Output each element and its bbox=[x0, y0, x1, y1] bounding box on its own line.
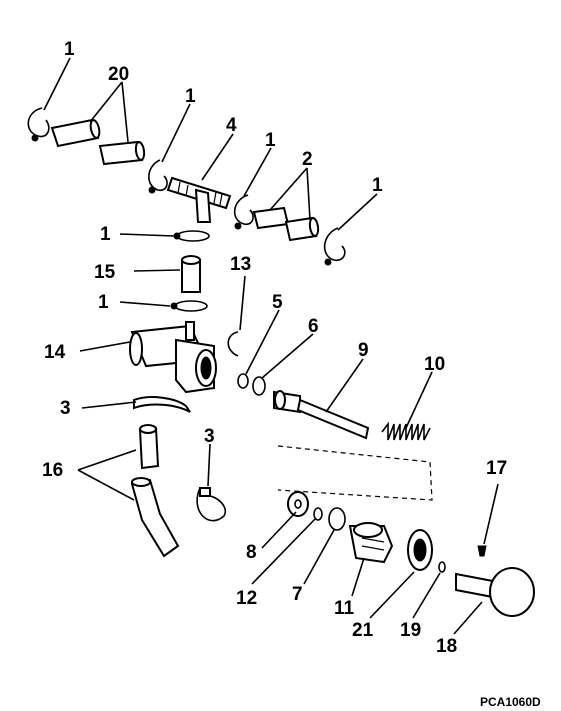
clamp-part bbox=[27, 107, 50, 142]
callout-8: 8 bbox=[246, 542, 257, 563]
o-ring-part bbox=[313, 507, 323, 521]
valve-body-part bbox=[348, 522, 394, 564]
callout-6: 6 bbox=[308, 316, 319, 337]
callout-13: 13 bbox=[230, 254, 251, 275]
o-ring-part bbox=[252, 376, 266, 396]
screw-part bbox=[477, 545, 487, 557]
callout-3: 3 bbox=[204, 426, 215, 447]
primer-body-part bbox=[129, 321, 217, 394]
washer-part bbox=[287, 491, 309, 517]
callout-1: 1 bbox=[185, 86, 196, 107]
clamp-part bbox=[148, 159, 168, 194]
o-ring-part bbox=[328, 507, 346, 531]
callout-2: 2 bbox=[302, 149, 313, 170]
tee-fitting-part bbox=[166, 176, 232, 223]
callout-5: 5 bbox=[272, 292, 283, 313]
callout-21: 21 bbox=[352, 620, 374, 641]
hose-part bbox=[98, 140, 146, 166]
hose-part bbox=[50, 118, 101, 148]
callout-1: 1 bbox=[64, 39, 75, 60]
elbow-hose-part bbox=[130, 477, 180, 558]
callout-11: 11 bbox=[334, 598, 355, 619]
o-ring-part bbox=[237, 373, 249, 389]
clamp-part bbox=[323, 227, 346, 266]
callout-1: 1 bbox=[98, 292, 109, 313]
clamp-part bbox=[233, 194, 254, 230]
guide-dashed-line bbox=[277, 445, 433, 501]
callout-18: 18 bbox=[436, 636, 457, 657]
callout-1: 1 bbox=[265, 130, 276, 151]
callout-1: 1 bbox=[100, 224, 111, 245]
short-hose-part bbox=[181, 255, 201, 293]
plunger-part bbox=[273, 390, 370, 440]
spring-part bbox=[381, 421, 431, 441]
figure-code: PCA1060D bbox=[480, 695, 541, 709]
callout-15: 15 bbox=[94, 262, 116, 283]
hose-clamp-part bbox=[196, 487, 227, 522]
knob-part bbox=[455, 567, 535, 617]
callout-16: 16 bbox=[42, 460, 63, 481]
callout-14: 14 bbox=[44, 342, 66, 363]
o-ring-part bbox=[438, 561, 446, 573]
retaining-ring-part bbox=[227, 331, 239, 357]
clamp-part bbox=[170, 300, 208, 312]
callout-4: 4 bbox=[226, 115, 237, 136]
clamp-part bbox=[173, 230, 210, 242]
callout-1: 1 bbox=[372, 175, 383, 196]
callout-7: 7 bbox=[292, 584, 303, 605]
callout-labels: 1 20 1 4 1 2 1 1 15 13 1 5 6 14 9 10 3 3… bbox=[42, 39, 507, 657]
callout-12: 12 bbox=[236, 588, 257, 609]
nut-part bbox=[407, 529, 433, 571]
hose-part bbox=[138, 424, 160, 470]
callout-19: 19 bbox=[400, 620, 421, 641]
callout-17: 17 bbox=[486, 458, 507, 479]
callout-3: 3 bbox=[60, 398, 71, 419]
callout-10: 10 bbox=[424, 354, 445, 375]
hose-clamp-part bbox=[133, 396, 191, 413]
leader-lines bbox=[43, 57, 499, 635]
callout-9: 9 bbox=[358, 340, 369, 361]
hose-part bbox=[252, 206, 320, 242]
callout-20: 20 bbox=[108, 64, 129, 85]
